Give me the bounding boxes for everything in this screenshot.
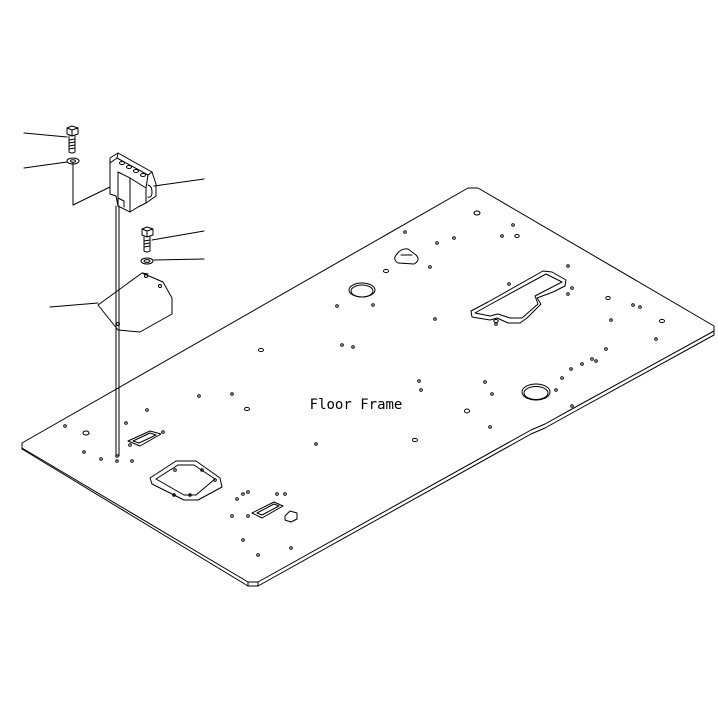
bolt-middle [141, 226, 154, 253]
alignment-lines [115, 205, 120, 457]
cover-plate [97, 272, 173, 333]
washer-middle [140, 257, 154, 265]
floor-frame-plate [21, 187, 715, 587]
plate-openings [127, 248, 567, 523]
bolt-top [66, 125, 79, 154]
plate-holes [63, 210, 665, 557]
leader-lines [23, 132, 205, 308]
floor-frame-label: Floor Frame [310, 397, 403, 413]
bracket-part [109, 152, 157, 213]
